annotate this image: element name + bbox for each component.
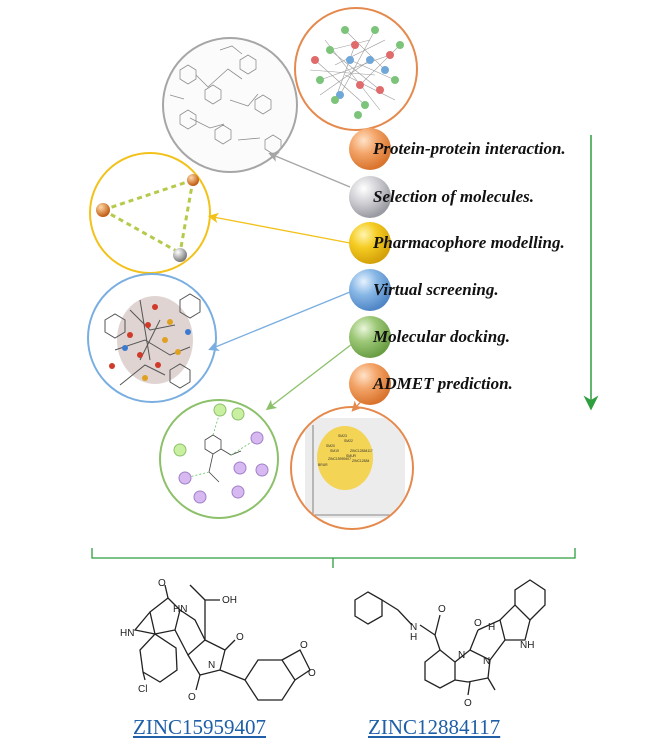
compound-2-atom-labels: N H O N N O O NH H [410, 604, 534, 709]
atom-label: O [308, 668, 316, 679]
atom-label: O [438, 604, 446, 615]
docking-panel [87, 273, 217, 403]
compound-structure-2 [354, 579, 546, 696]
step-label-pharmacophore-modelling: Pharmacophore modelling. [373, 233, 565, 252]
atom-label: N [410, 622, 417, 633]
compound-id-link-1[interactable]: ZINC15959407 [133, 715, 266, 739]
compound-1-atom-labels: O HN HN OH O N O O O Cl [120, 578, 316, 703]
step-sphere-3 [349, 222, 391, 264]
step-sphere-5 [349, 316, 391, 358]
arrow-to-pharmacophore [207, 212, 351, 244]
admet-point-label: ZINC12884 [352, 459, 369, 463]
atom-label: Cl [138, 684, 147, 695]
atom-label: N [458, 650, 465, 661]
connector-arrows [207, 152, 371, 412]
atom-label: N [208, 660, 215, 671]
admet-point-label: ZINC12884117 [350, 449, 373, 453]
atom-label: HN [173, 604, 187, 615]
step-label-admet-prediction: ADMET prediction. [373, 374, 513, 393]
atom-label: N [483, 656, 490, 667]
pharmacophore-panel [89, 152, 211, 274]
atom-label: O [188, 692, 196, 703]
atom-label: H [488, 622, 495, 633]
step-label-virtual-screening: Virtual screening. [373, 280, 499, 299]
ppi-network-panel [294, 7, 418, 131]
admet-point-label: BRUR [318, 463, 328, 467]
atom-label: O [236, 632, 244, 643]
step-label-molecular-docking: Molecular docking. [373, 327, 510, 346]
step-spheres [349, 128, 391, 405]
atom-label: O [474, 618, 482, 629]
atom-label: O [158, 578, 166, 589]
admet-point-label: SM19 [330, 449, 339, 453]
admet-point-label: SM20 [326, 444, 335, 448]
admet-point-label: ZINC15959407 [328, 457, 351, 461]
step-label-selection-of-molecules: Selection of molecules. [373, 187, 535, 206]
step-sphere-6 [349, 363, 391, 405]
admet-point-label: SM22 [344, 439, 353, 443]
atom-label: O [464, 698, 472, 709]
step-sphere-4 [349, 269, 391, 311]
result-bracket [91, 548, 576, 568]
compound-structure-1 [133, 584, 311, 701]
step-sphere-1 [349, 128, 391, 170]
atom-label: HN [120, 628, 134, 639]
atom-label: OH [222, 595, 237, 606]
step-sphere-2 [349, 176, 391, 218]
molecule-selection-panel [162, 37, 298, 173]
atom-label: O [300, 640, 308, 651]
atom-label: NH [520, 640, 534, 651]
arrow-to-interaction-diagram [265, 343, 353, 411]
admet-point-label: SM23 [338, 434, 347, 438]
step-label-protein-protein-interaction: Protein-protein interaction. [373, 139, 566, 158]
compound-id-link-2[interactable]: ZINC12884117 [368, 715, 501, 739]
arrow-to-docking [208, 291, 351, 351]
arrow-to-selection [268, 152, 351, 188]
interaction-diagram-panel [159, 399, 279, 519]
atom-label: H [410, 632, 417, 643]
admet-point-label: SMUR [346, 454, 357, 458]
